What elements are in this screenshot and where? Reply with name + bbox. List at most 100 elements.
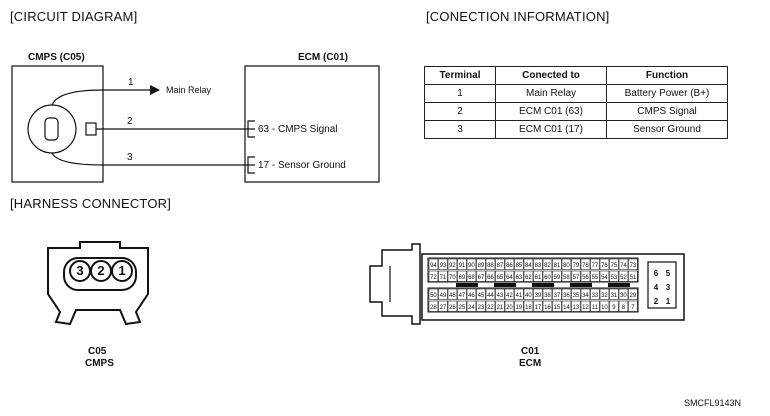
c01-pin-cell xyxy=(495,300,505,312)
c01-pin-number: 75 xyxy=(611,263,618,269)
table-row: 2 ECM C01 (63) CMPS Signal xyxy=(424,102,728,121)
c05-code: C05 xyxy=(88,346,107,357)
c01-pin-cell xyxy=(428,258,439,270)
wire-pin-1: 1 xyxy=(128,77,134,88)
cell-connected-to: Main Relay xyxy=(495,84,607,103)
c01-pin-number: 8 xyxy=(622,305,626,311)
c01-pin-cell xyxy=(552,258,562,270)
c01-pin-cell xyxy=(428,288,439,300)
c01-pin-number: 27 xyxy=(440,305,447,311)
c01-pin-cell xyxy=(447,288,458,300)
circuit-diagram-heading: [CIRCUIT DIAGRAM] xyxy=(10,9,138,24)
c01-pin-cell xyxy=(438,288,448,300)
c01-pin-number: 56 xyxy=(582,275,589,281)
cell-function: CMPS Signal xyxy=(606,102,728,121)
c01-body xyxy=(421,253,685,321)
c05-connector xyxy=(47,241,149,326)
c01-pin-number: 53 xyxy=(611,275,618,281)
c01-pin-cell xyxy=(495,270,505,282)
c01-pin-number: 82 xyxy=(544,263,551,269)
c01-pin-cell xyxy=(485,300,496,312)
c01-pin-number: 70 xyxy=(449,275,456,281)
pin-17-bracket xyxy=(247,156,255,174)
c01-side-pin-number: 1 xyxy=(666,297,671,306)
wire-1 xyxy=(51,89,150,106)
ecm-pin-63-label: 63 - CMPS Signal xyxy=(258,124,338,135)
c01-pin-number: 44 xyxy=(487,293,494,299)
c01-pin-number: 55 xyxy=(592,275,599,281)
c01-pin-number: 41 xyxy=(516,293,523,299)
c01-pin-number: 29 xyxy=(630,293,637,299)
sensor-element xyxy=(44,117,59,141)
c01-pin-number: 61 xyxy=(535,275,542,281)
c01-pin-cell xyxy=(476,288,486,300)
c01-pin-number: 36 xyxy=(563,293,570,299)
c01-pin-number: 49 xyxy=(440,293,447,299)
c01-pin-number: 48 xyxy=(449,293,456,299)
c01-pin-number: 93 xyxy=(440,263,447,269)
cell-terminal: 1 xyxy=(424,84,496,103)
c05-pin-2: 2 xyxy=(90,260,112,282)
c01-pin-cell xyxy=(628,288,638,300)
c01-pin-number: 12 xyxy=(582,305,589,311)
wire-pin-3: 3 xyxy=(127,152,133,163)
c01-pin-number: 7 xyxy=(631,305,635,311)
c01-pin-cell xyxy=(590,288,600,300)
pin-63-bracket xyxy=(247,120,255,138)
c01-pin-cell xyxy=(561,258,572,270)
c01-pin-cell xyxy=(523,258,534,270)
cell-function: Battery Power (B+) xyxy=(606,84,728,103)
c01-pin-number: 47 xyxy=(459,293,466,299)
c01-pin-cell xyxy=(504,300,515,312)
c01-side-pin-number: 2 xyxy=(654,297,659,306)
c01-pin-number: 37 xyxy=(554,293,561,299)
c01-pin-number: 85 xyxy=(516,263,523,269)
c01-pin-cell xyxy=(599,300,610,312)
c01-pin-number: 18 xyxy=(525,305,532,311)
table-row: 1 Main Relay Battery Power (B+) xyxy=(424,84,728,103)
c01-pin-cell xyxy=(514,270,524,282)
c01-pin-number: 20 xyxy=(506,305,513,311)
c01-pin-number: 87 xyxy=(497,263,504,269)
c01-pin-number: 58 xyxy=(563,275,570,281)
table-row: 3 ECM C01 (17) Sensor Ground xyxy=(424,120,728,139)
c01-pin-number: 39 xyxy=(535,293,542,299)
cell-function: Sensor Ground xyxy=(606,120,728,139)
c01-pin-cell xyxy=(590,270,600,282)
main-relay-label: Main Relay xyxy=(166,85,212,95)
c01-pin-cell xyxy=(542,258,553,270)
c01-pin-cell xyxy=(618,270,629,282)
c01-pin-cell xyxy=(495,288,505,300)
c01-pin-cell xyxy=(618,288,629,300)
c01-pin-number: 17 xyxy=(535,305,542,311)
c01-pin-cell xyxy=(504,270,515,282)
c05-body xyxy=(47,241,149,326)
c05-name: CMPS xyxy=(85,358,114,369)
c01-pin-cell xyxy=(590,258,600,270)
c01-pin-cell xyxy=(504,258,515,270)
c01-pin-cell xyxy=(457,258,467,270)
c01-pin-cell xyxy=(514,288,524,300)
c01-pin-number: 51 xyxy=(630,275,637,281)
c01-pin-number: 13 xyxy=(573,305,580,311)
cell-terminal: 3 xyxy=(424,120,496,139)
header-terminal: Terminal xyxy=(424,66,496,85)
c01-pin-cell xyxy=(542,288,553,300)
c01-pin-number: 68 xyxy=(468,275,475,281)
cmps-box xyxy=(11,65,104,183)
table-header-row: Terminal Conected to Function xyxy=(424,66,728,85)
ecm-pin-17-label: 17 - Sensor Ground xyxy=(258,160,346,171)
c01-pin-cell xyxy=(580,258,591,270)
c01-pin-cell xyxy=(580,270,591,282)
c01-pin-cell xyxy=(599,258,610,270)
c01-pin-cell xyxy=(542,270,553,282)
c01-pin-number: 78 xyxy=(582,263,589,269)
c01-pin-number: 43 xyxy=(497,293,504,299)
c01-pin-number: 10 xyxy=(601,305,608,311)
cmps-box-title: CMPS (C05) xyxy=(28,52,85,63)
c01-pin-number: 54 xyxy=(601,275,608,281)
c01-pin-cell xyxy=(552,288,562,300)
c01-pin-cell xyxy=(428,300,439,312)
c01-pin-cell xyxy=(523,288,534,300)
c01-name: ECM xyxy=(519,358,542,369)
